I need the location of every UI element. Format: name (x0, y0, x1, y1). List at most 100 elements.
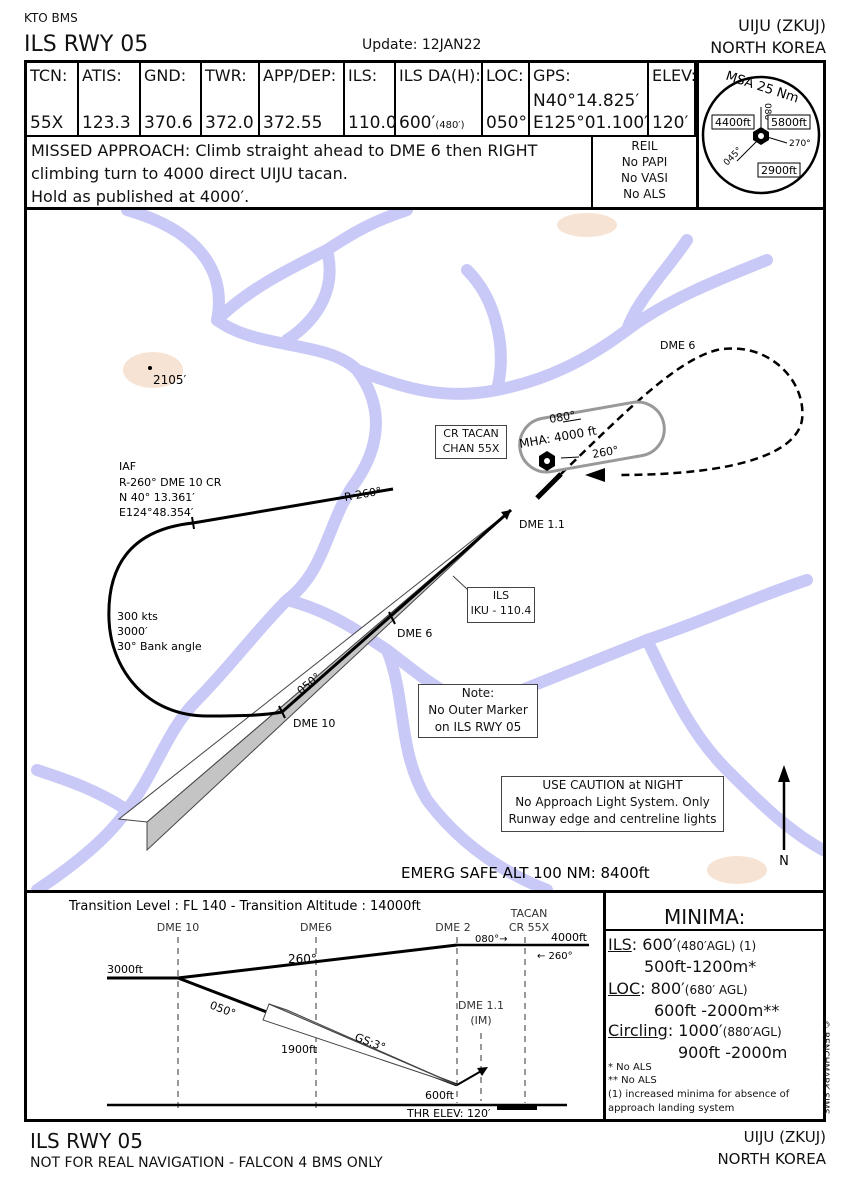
profile-hdg080: 080°→ (475, 934, 507, 945)
copyright: © BENCHMARK SIMS (820, 1020, 830, 1115)
missed-line-1: MISSED APPROACH: Climb straight ahead to… (31, 141, 538, 160)
airport-name: UIJU (ZKUJ) (738, 16, 826, 35)
iaf-lon: E124°48.354′ (119, 506, 194, 519)
profile-alt4000: 4000ft (551, 931, 588, 944)
runway-symbol (535, 472, 563, 500)
comm-atis: ATIS:123.3 (79, 63, 141, 135)
iaf-lat: N 40° 13.361′ (119, 491, 195, 504)
lighting-panel: REIL No PAPI No VASI No ALS (593, 135, 696, 207)
comm-tcn: TCN:55X (27, 63, 79, 135)
minima-note-3: (1) increased minima for absence of (608, 1089, 790, 1100)
msa-sector-south: 2900ft (761, 164, 798, 177)
comm-loc: LOC:050° (483, 63, 530, 135)
river-network (31, 210, 823, 890)
profile-dme11: DME 1.1 (458, 999, 504, 1012)
minima-note-4: approach landing system (608, 1103, 735, 1114)
lighting-reil: REIL (631, 139, 658, 153)
profile-tacan: TACAN (510, 907, 548, 920)
dme10-label: DME 10 (293, 717, 335, 730)
msa-sector-east: 5800ft (771, 116, 808, 129)
transition-info: Transition Level : FL 140 - Transition A… (68, 899, 421, 914)
profile-course: 050° (208, 999, 237, 1021)
emergency-safe-altitude: EMERG SAFE ALT 100 NM: 8400ft (401, 864, 650, 882)
plan-view: 2105′ R-260° IAF R-260° DME 10 CR N 40° … (24, 207, 826, 893)
minima-note-1: * No ALS (608, 1062, 652, 1073)
lighting-vasi: No VASI (621, 171, 668, 185)
profile-im: (IM) (470, 1014, 491, 1027)
info-panel: TCN:55X ATIS:123.3 GND:370.6 TWR:372.0 A… (24, 60, 826, 210)
terrain-patch (707, 856, 767, 884)
ils-course-feather-light (117, 509, 512, 823)
radial-label: R-260° (343, 485, 382, 504)
comm-ils-da: ILS DA(H):600′(480′) (396, 63, 483, 135)
iaf-radial: R-260° DME 10 CR (119, 476, 222, 489)
airport-country: NORTH KOREA (710, 38, 826, 57)
chart-title: ILS RWY 05 (24, 32, 149, 57)
profile-thr-elev: THR ELEV: 120′ (406, 1107, 491, 1119)
msa-sector-west: 4400ft (715, 116, 752, 129)
peak-dot (148, 366, 152, 370)
footer-airport: UIJU (ZKUJ) (743, 1128, 826, 1146)
msa-panel: MSA 25 Nm 080° 270° 045° 4400ft 5800ft 2… (696, 63, 823, 207)
holding-pattern (518, 400, 666, 474)
holding-outbound: 260° (591, 444, 619, 461)
minima-note-2: ** No ALS (608, 1075, 657, 1086)
profile-missed-climb (177, 943, 458, 980)
holding-inbound: 080° (548, 409, 576, 426)
dme6-label: DME 6 (397, 627, 432, 640)
profile-track260: 260° (288, 952, 317, 966)
minima-panel: MINIMA: ILS: 600′(480′AGL) (1) 500ft-120… (603, 890, 826, 1122)
profile-alt600: 600ft (425, 1089, 455, 1102)
profile-hdg260: ← 260° (537, 951, 573, 962)
profile-diagram: Transition Level : FL 140 - Transition A… (68, 899, 589, 1119)
msa-radial-270: 270° (789, 139, 811, 149)
footer-title: ILS RWY 05 (30, 1129, 143, 1153)
update-date: Update: 12JAN22 (362, 37, 482, 53)
profile-cr55x: CR 55X (509, 921, 550, 934)
comm-ils: ILS:110.0 (345, 63, 397, 135)
missed-dme6-label: DME 6 (660, 339, 695, 352)
comm-twr: TWR:372.0 (202, 63, 260, 135)
comms-row: TCN:55X ATIS:123.3 GND:370.6 TWR:372.0 A… (27, 63, 696, 137)
org-label: KTO BMS (24, 11, 78, 25)
profile-dme6: DME6 (300, 921, 332, 934)
missed-line-3: Hold as published at 4000′. (31, 187, 250, 206)
north-label: N (779, 854, 789, 869)
missed-approach-path (560, 347, 804, 477)
final-approach-course (281, 508, 512, 714)
holding-mha: MHA: 4000 ft (518, 424, 598, 451)
msa-diagram: MSA 25 Nm 080° 270° 045° 4400ft 5800ft 2… (701, 69, 821, 195)
turn-bank: 30° Bank angle (117, 640, 202, 653)
comm-gnd: GND:370.6 (141, 63, 202, 135)
terrain-patch (123, 352, 183, 388)
profile-alt3000: 3000ft (107, 963, 144, 976)
msa-radial-080: 080° (762, 103, 772, 125)
dme11-label: DME 1.1 (519, 518, 565, 531)
minima-circling-vis: 900ft -2000m (678, 1043, 788, 1062)
comm-app-dep: APP/DEP:372.55 (260, 63, 345, 135)
minima-circling: Circling: 1000′(880′AGL) (608, 1021, 782, 1040)
iaf-label: IAF (119, 460, 136, 473)
comm-gps: GPS:N40°14.825′E125°01.100′ (530, 63, 649, 135)
minima-ils: ILS: 600′(480′AGL) (1) (608, 935, 757, 954)
msa-title: MSA 25 Nm (724, 69, 801, 107)
turn-speed: 300 kts (117, 610, 158, 623)
missed-approach: MISSED APPROACH: Climb straight ahead to… (27, 135, 593, 207)
profile-dme10: DME 10 (157, 921, 199, 934)
profile-dme2: DME 2 (435, 921, 470, 934)
profile-alt1900: 1900ft (281, 1043, 318, 1056)
comm-elev: ELEV:120′ (649, 63, 696, 135)
footer-country: NORTH KOREA (717, 1150, 826, 1168)
ils-course-feather (146, 509, 512, 852)
iaf-arc-turn (107, 487, 394, 718)
minima-ils-vis: 500ft-1200m* (644, 957, 757, 976)
peak-elevation: 2105′ (153, 373, 187, 387)
missed-line-2: climbing turn to 4000 direct UIJU tacan. (31, 164, 348, 183)
minima-loc: LOC: 800′(680′ AGL) (608, 979, 748, 998)
lighting-als: No ALS (623, 187, 666, 201)
minima-title: MINIMA: (664, 905, 746, 929)
